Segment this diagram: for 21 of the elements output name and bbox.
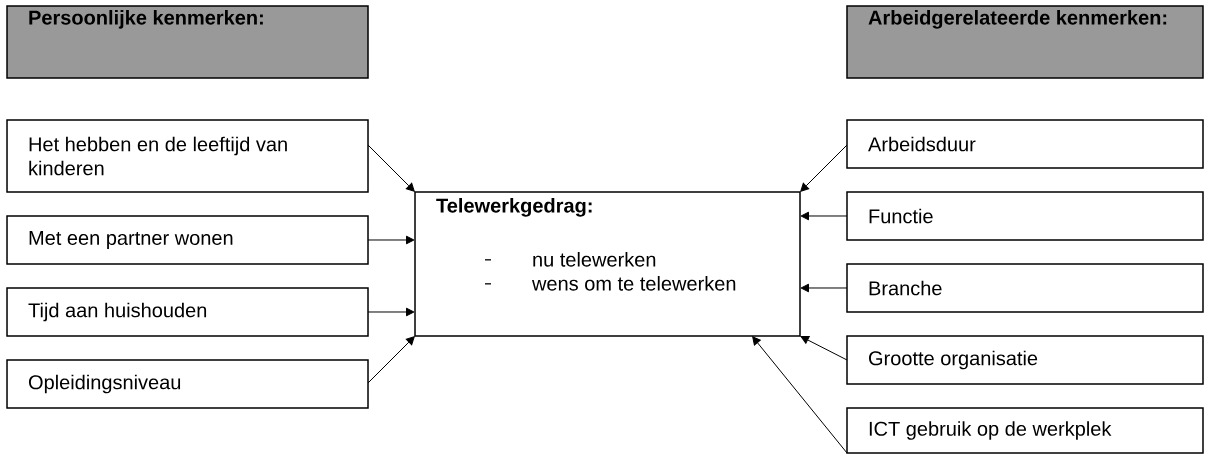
factor-box: ICT gebruik op de werkplek [846, 407, 1204, 454]
behaviour-box: Telewerkgedrag: nu telewerken wens om te telewerken [414, 191, 801, 337]
arrow [800, 144, 848, 192]
factor-box: Opleidingsniveau [6, 359, 369, 409]
arrow [800, 211, 848, 221]
arrow [752, 336, 848, 454]
factor-box: Tijd aan huishouden [6, 287, 369, 337]
arrow [367, 235, 415, 245]
category-header: Arbeidgerelateerde kenmerken: [846, 5, 1204, 79]
factor-box: Met een partner wonen [6, 215, 369, 265]
arrow [367, 336, 415, 384]
factor-box: Het hebben en de leeftijd van kinderen [6, 119, 369, 193]
category-header: Persoonlijke kenmerken: [6, 5, 369, 79]
arrow [800, 283, 848, 293]
arrow [367, 144, 415, 192]
arrow [800, 335, 848, 361]
factor-box: Arbeidsduur [846, 119, 1204, 169]
factor-box: Functie [846, 191, 1204, 241]
factor-box: Grootte organisatie [846, 335, 1204, 385]
arrow [367, 307, 415, 317]
factor-box: Branche [846, 263, 1204, 313]
